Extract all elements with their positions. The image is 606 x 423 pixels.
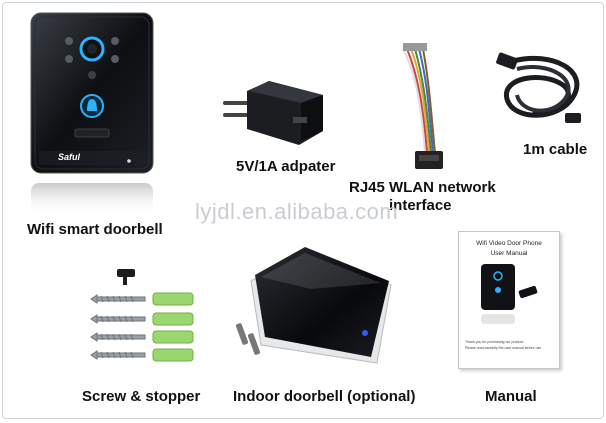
manual-device-illustration [481, 264, 538, 324]
caption-rj45-line1: RJ45 WLAN network [349, 179, 496, 196]
caption-screws: Screw & stopper [82, 388, 201, 405]
caption-indoor-doorbell: Indoor doorbell (optional) [233, 388, 416, 405]
usb-cable-image [496, 52, 581, 123]
caption-manual: Manual [485, 388, 537, 405]
rj45-cable-image [402, 43, 443, 169]
user-manual-image: Wifi Video Door Phone User Manual Thank … [458, 231, 560, 369]
caption-cable: 1m cable [523, 141, 588, 158]
manual-note-line2: Please read carefully the user manual be… [465, 346, 542, 350]
indoor-doorbell-image [235, 247, 392, 364]
manual-title-line1: Wifi Video Door Phone [476, 240, 542, 247]
caption-wifi-doorbell: Wifi smart doorbell [27, 221, 163, 238]
screws-stoppers-image [90, 269, 194, 362]
doorbell-brand-label: Saful [58, 152, 81, 162]
caption-adapter: 5V/1A adpater [236, 158, 336, 175]
watermark-text: lyjdl.en.alibaba.com [195, 199, 399, 224]
wifi-doorbell-image [30, 12, 154, 215]
manual-title-line2: User Manual [490, 250, 528, 257]
power-adapter-image [223, 81, 323, 145]
manual-note-line1: Thank you for purchasing our product. [465, 340, 525, 344]
caption-rj45-line2: interface [389, 197, 452, 214]
product-package-contents: Saful Wifi smart doorbell 5V/1A adpater … [2, 2, 604, 419]
